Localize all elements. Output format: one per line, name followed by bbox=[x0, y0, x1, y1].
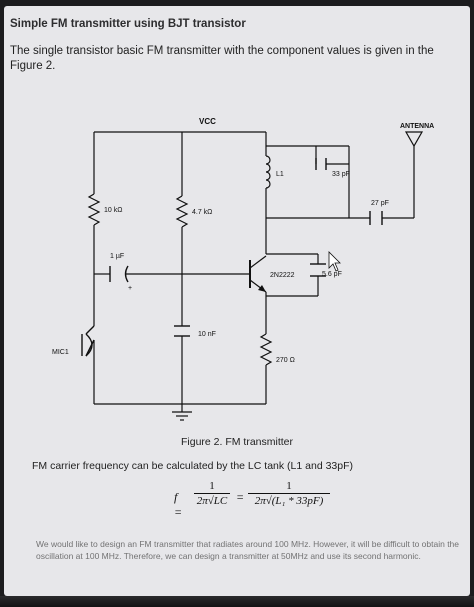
label-c-in-plus: + bbox=[128, 285, 132, 292]
capacitor-plates bbox=[109, 158, 383, 337]
document-heading: Simple FM transmitter using BJT transist… bbox=[10, 18, 246, 30]
label-c-ant: 27 pF bbox=[371, 200, 389, 207]
design-note: We would like to design an FM transmitte… bbox=[36, 539, 460, 561]
intro-line-2: Figure 2. bbox=[10, 60, 56, 72]
ground-icon bbox=[172, 411, 192, 421]
document-screen: Simple FM transmitter using BJT transist… bbox=[4, 6, 470, 596]
figure-caption: Figure 2. FM transmitter bbox=[180, 436, 294, 448]
mouse-cursor-icon bbox=[328, 251, 341, 272]
label-l1: L1 bbox=[276, 171, 284, 178]
formula-fraction-2: 1 2π√(L₁ * 33pF) bbox=[248, 480, 330, 507]
screen-bezel bbox=[0, 596, 474, 607]
microphone-icon bbox=[81, 325, 95, 357]
circuit-wires bbox=[87, 131, 415, 412]
formula-num-2: 1 bbox=[286, 480, 292, 492]
label-c-in: 1 µF bbox=[110, 253, 124, 260]
label-r2: 4.7 kΩ bbox=[192, 209, 212, 216]
label-r1: 10 kΩ bbox=[104, 207, 122, 214]
resistor-10k bbox=[87, 193, 101, 226]
resistor-4k7 bbox=[175, 195, 189, 228]
formula-den-1: 2π√LC bbox=[196, 495, 228, 507]
label-transistor: 2N2222 bbox=[270, 272, 295, 279]
capacitor-1uf-plate-b bbox=[124, 265, 129, 283]
label-c-base: 10 nF bbox=[198, 331, 216, 338]
antenna-icon bbox=[404, 131, 424, 148]
label-c-fb: 5.6 pF bbox=[322, 271, 342, 278]
label-r-emitter: 270 Ω bbox=[276, 357, 295, 364]
frequency-sentence: FM carrier frequency can be calculated b… bbox=[32, 460, 353, 472]
label-vcc: VCC bbox=[199, 117, 216, 126]
transistor-emitter-arrow bbox=[258, 285, 266, 292]
label-c-tank: 33 pF bbox=[332, 171, 350, 178]
inductor-l1 bbox=[265, 155, 271, 189]
formula-lhs: f = bbox=[174, 490, 183, 519]
formula-eq: = bbox=[236, 490, 245, 504]
fm-transmitter-schematic: VCC ANTENNA 10 kΩ 4.7 kΩ 1 µF + L1 33 pF… bbox=[52, 117, 434, 421]
formula-den-2: 2π√(L₁ * 33pF) bbox=[254, 495, 324, 507]
intro-paragraph: The single transistor basic FM transmitt… bbox=[10, 44, 468, 74]
intro-line-1: The single transistor basic FM transmitt… bbox=[10, 45, 434, 57]
label-antenna: ANTENNA bbox=[400, 123, 434, 130]
label-mic: MIC1 bbox=[52, 349, 69, 356]
formula-fraction-1: 1 2π√LC bbox=[194, 480, 230, 507]
formula-num-1: 1 bbox=[209, 480, 215, 492]
resistor-270 bbox=[259, 333, 273, 366]
